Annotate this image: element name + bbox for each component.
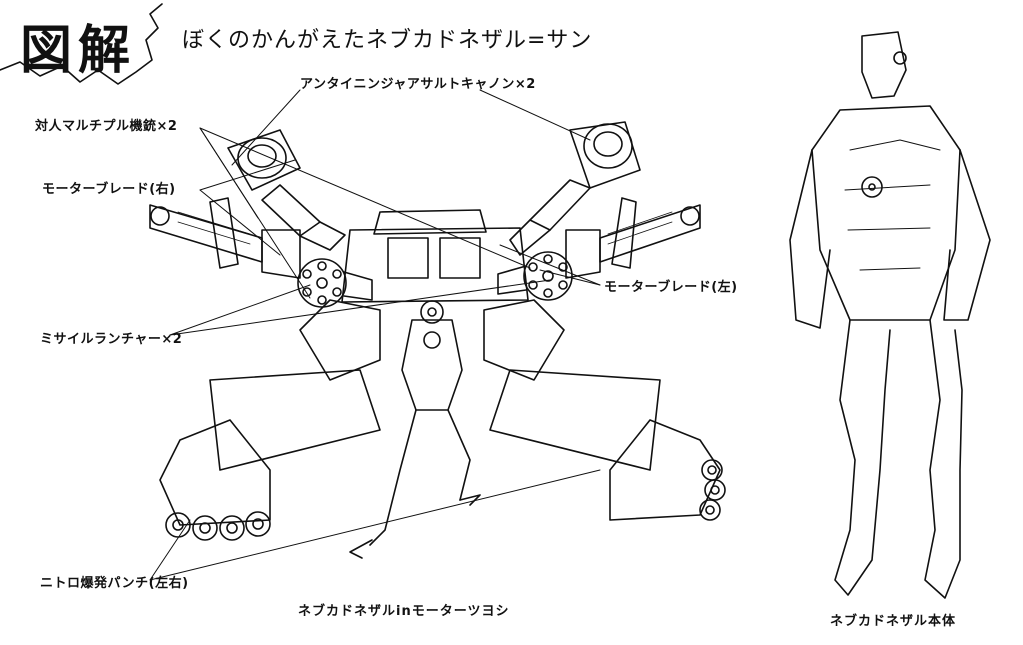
label-nitro-punch: ニトロ爆発パンチ(左右) bbox=[40, 576, 189, 591]
left-cannon bbox=[227, 129, 346, 251]
right-blade bbox=[565, 197, 701, 279]
standalone-body-drawing bbox=[789, 31, 991, 599]
label-blade-right: モーターブレード(右) bbox=[42, 182, 176, 197]
pilot-figure bbox=[349, 319, 481, 559]
label-blade-left: モーターブレード(左) bbox=[604, 280, 738, 295]
caption-body: ネブカドネザル本体 bbox=[830, 614, 957, 629]
caption-mech: ネブカドネザルinモーターツヨシ bbox=[298, 604, 510, 619]
right-missile-launcher bbox=[497, 251, 573, 301]
left-fist bbox=[159, 369, 381, 541]
label-cannon: アンタイニンジャアサルトキャノン×2 bbox=[300, 77, 536, 92]
body-torso bbox=[811, 105, 961, 321]
mech-suit-drawing bbox=[149, 121, 726, 559]
body-head bbox=[861, 31, 907, 99]
leader-lines bbox=[149, 89, 601, 581]
left-blade bbox=[149, 197, 301, 279]
label-machine-gun: 対人マルチプル機銃×2 bbox=[35, 119, 178, 134]
title-burst-outline bbox=[0, 3, 163, 85]
body-right-leg bbox=[924, 319, 963, 599]
body-left-leg bbox=[834, 319, 891, 596]
body-right-arm bbox=[943, 149, 991, 321]
left-missile-launcher bbox=[297, 258, 373, 308]
label-missile-launcher: ミサイルランチャー×2 bbox=[40, 332, 183, 347]
right-fist bbox=[489, 369, 726, 521]
title-subtitle: ぼくのかんがえたネブカドネザル=サン bbox=[182, 28, 593, 53]
title-main: 図解 bbox=[20, 20, 137, 81]
body-left-arm bbox=[789, 149, 831, 329]
right-cannon bbox=[509, 121, 641, 256]
